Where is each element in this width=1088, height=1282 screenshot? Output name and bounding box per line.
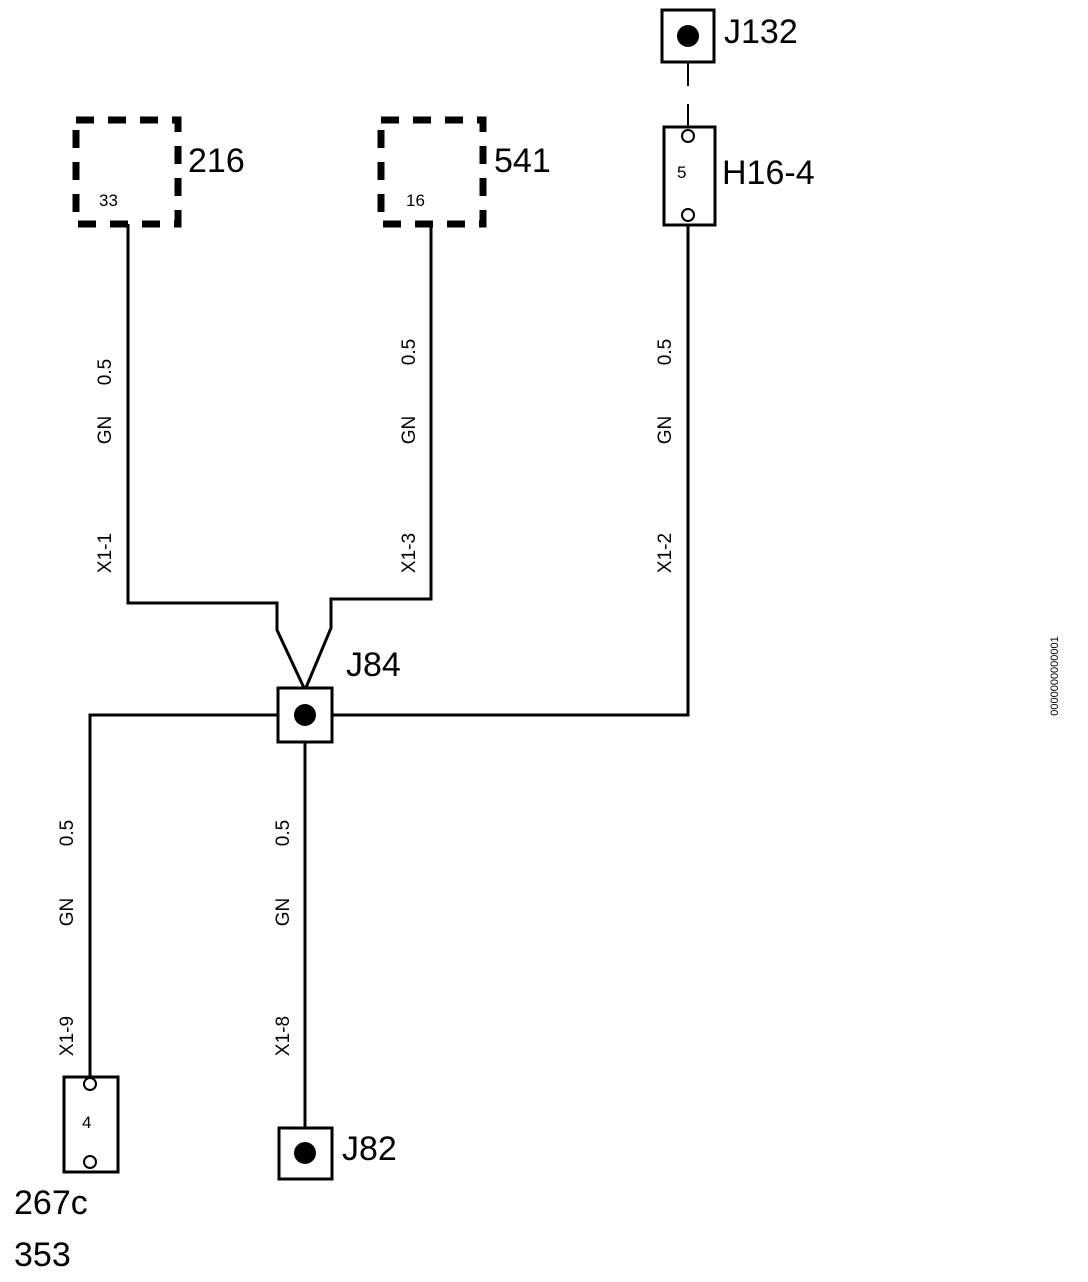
component-541-pin: 16 [406, 191, 425, 210]
connector-267c-ref: 353 [14, 1236, 71, 1274]
wire-541-to-j84 [303, 224, 433, 691]
wire-216-connector: X1-1 [95, 533, 116, 573]
junction-j82-label: J82 [342, 1130, 397, 1168]
diagram-id: 0000000000001 [1049, 636, 1061, 716]
connector-267c-bottom-terminal [83, 1155, 97, 1169]
connector-h16-4-top-terminal [681, 129, 695, 143]
connector-267c: 4 267c 353 [14, 1075, 120, 1274]
wire-216-color: GN [95, 416, 116, 445]
wire-541-color: GN [399, 416, 420, 445]
junction-j132-label: J132 [724, 13, 798, 51]
wire-541-labels: 0.5 GN X1-3 [399, 339, 420, 573]
component-216-pin: 33 [99, 191, 118, 210]
wire-h16-color: GN [655, 416, 676, 445]
wire-541-size: 0.5 [399, 339, 420, 365]
wire-541-connector: X1-3 [399, 533, 420, 573]
component-216-outline [72, 116, 182, 228]
wire-267-connector: X1-9 [57, 1016, 78, 1056]
junction-j84-dot [294, 704, 316, 726]
wire-j82-color: GN [273, 898, 294, 927]
component-216-label: 216 [188, 142, 245, 180]
wire-h16-size: 0.5 [655, 339, 676, 365]
junction-j132-dot [677, 25, 699, 47]
wire-j82-connector: X1-8 [273, 1016, 294, 1056]
connector-h16-4: 5 H16-4 [662, 125, 815, 227]
wire-j82-size: 0.5 [273, 820, 294, 846]
wire-216-size: 0.5 [95, 359, 116, 385]
wire-267-labels: 0.5 GN X1-9 [57, 820, 78, 1056]
junction-j84: J84 [276, 646, 401, 744]
wire-216-labels: 0.5 GN X1-1 [95, 359, 116, 573]
wire-h16-labels: 0.5 GN X1-2 [655, 339, 676, 573]
component-541: 16 541 [377, 116, 551, 228]
wire-216-to-j84 [126, 224, 307, 691]
connector-267c-top-terminal [83, 1077, 97, 1091]
wire-j82-labels: 0.5 GN X1-8 [273, 820, 294, 1056]
junction-j82-dot [294, 1142, 316, 1164]
wire-h16-connector: X1-2 [655, 533, 676, 573]
component-216: 33 216 [72, 116, 245, 228]
component-541-outline [377, 116, 487, 228]
wire-h16-to-j84 [333, 225, 690, 717]
wire-267-size: 0.5 [57, 820, 78, 846]
wire-267-color: GN [57, 898, 78, 927]
junction-j82: J82 [277, 1126, 397, 1181]
connector-h16-4-pin: 5 [677, 163, 686, 182]
component-541-label: 541 [494, 142, 551, 180]
connector-267c-label: 267c [14, 1184, 88, 1222]
connector-h16-4-bottom-terminal [681, 208, 695, 222]
junction-j84-label: J84 [346, 646, 401, 684]
wire-j84-to-267c [88, 713, 278, 1078]
connector-h16-4-label: H16-4 [722, 154, 815, 192]
junction-j132: J132 [660, 8, 798, 64]
connector-267c-pin: 4 [82, 1113, 91, 1132]
